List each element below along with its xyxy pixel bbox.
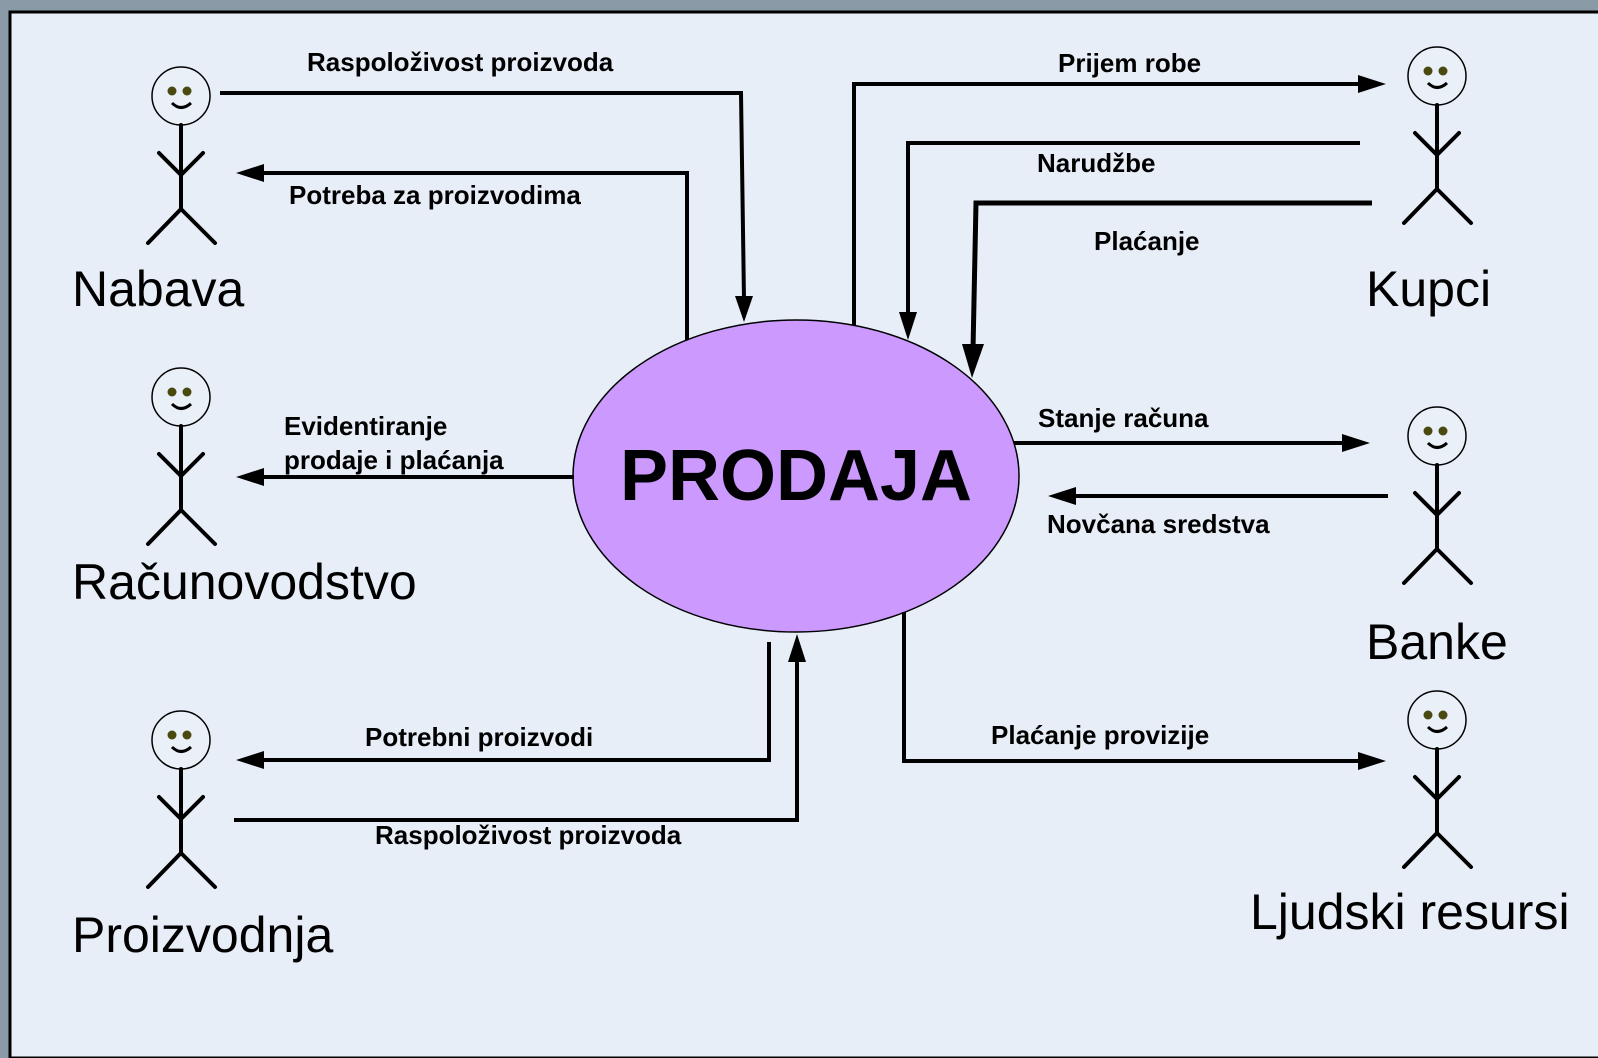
flow-line-raspolozivost-nabava <box>220 91 746 301</box>
flow-label-placanje: Plaćanje <box>1094 226 1200 256</box>
flow-label-potreba-za-proizvodima: Potreba za proizvodima <box>289 180 581 210</box>
flow-line-placanje <box>970 200 1372 351</box>
flow-arrowhead-narudzbe <box>899 312 917 340</box>
actor-label-ljudski-resursi: Ljudski resursi <box>1250 884 1570 940</box>
flow-label-raspolozivost-nabava: Raspoloživost proizvoda <box>307 47 614 77</box>
flow-arrowhead-potreba-za-proizvodima <box>236 164 264 182</box>
flow-line-potrebni-proizvodi <box>262 642 771 762</box>
flow-label-placanje-provizije: Plaćanje provizije <box>991 720 1209 750</box>
flow-arrowhead-placanje-provizije <box>1358 752 1386 770</box>
actor-label-banke: Banke <box>1366 614 1508 670</box>
flow-arrowhead-potrebni-proizvodi <box>236 751 264 769</box>
flow-line-placanje-provizije <box>902 612 1360 763</box>
flow-label-stanje-racuna: Stanje računa <box>1038 403 1209 433</box>
process-label: PRODAJA <box>620 436 972 516</box>
actor-label-kupci: Kupci <box>1366 261 1491 317</box>
flow-arrowhead-raspolozivost-proizvodnja <box>788 634 806 662</box>
actor-label-proizvodnja: Proizvodnja <box>72 907 333 963</box>
flow-label-novcana-sredstva: Novčana sredstva <box>1047 509 1270 539</box>
actor-figure-ljudski-resursi <box>1402 690 1473 869</box>
flow-arrowhead-raspolozivost-nabava <box>735 296 753 322</box>
actor-label-racunovodstvo: Računovodstvo <box>72 554 417 610</box>
flow-line-prijem-robe <box>852 82 1360 325</box>
flow-arrowhead-evidentiranje <box>236 468 264 486</box>
flow-label-evidentiranje-line1: Evidentiranje <box>284 411 447 441</box>
flow-label-raspolozivost-proizvodnja: Raspoloživost proizvoda <box>375 820 682 850</box>
flow-arrowhead-prijem-robe <box>1358 75 1386 93</box>
flow-line-raspolozivost-proizvodnja <box>234 658 799 822</box>
actor-figure-proizvodnja <box>146 710 217 889</box>
actor-figure-kupci <box>1402 46 1473 225</box>
flow-label-potrebni-proizvodi: Potrebni proizvodi <box>365 722 593 752</box>
actor-figure-banke <box>1402 406 1473 585</box>
flow-label-evidentiranje-line2: prodaje i plaćanja <box>284 445 504 475</box>
flow-arrowhead-placanje <box>962 344 984 378</box>
actor-figure-nabava <box>146 66 217 245</box>
actor-figure-racunovodstvo <box>146 367 217 546</box>
flow-arrowhead-novcana-sredstva <box>1048 487 1076 505</box>
flow-label-prijem-robe: Prijem robe <box>1058 48 1201 78</box>
flow-label-narudzbe: Narudžbe <box>1037 148 1155 178</box>
flow-line-potreba-za-proizvodima <box>262 171 689 340</box>
flow-line-narudzbe <box>906 141 1360 315</box>
actor-label-nabava: Nabava <box>72 261 245 317</box>
flow-arrowhead-stanje-racuna <box>1342 434 1370 452</box>
